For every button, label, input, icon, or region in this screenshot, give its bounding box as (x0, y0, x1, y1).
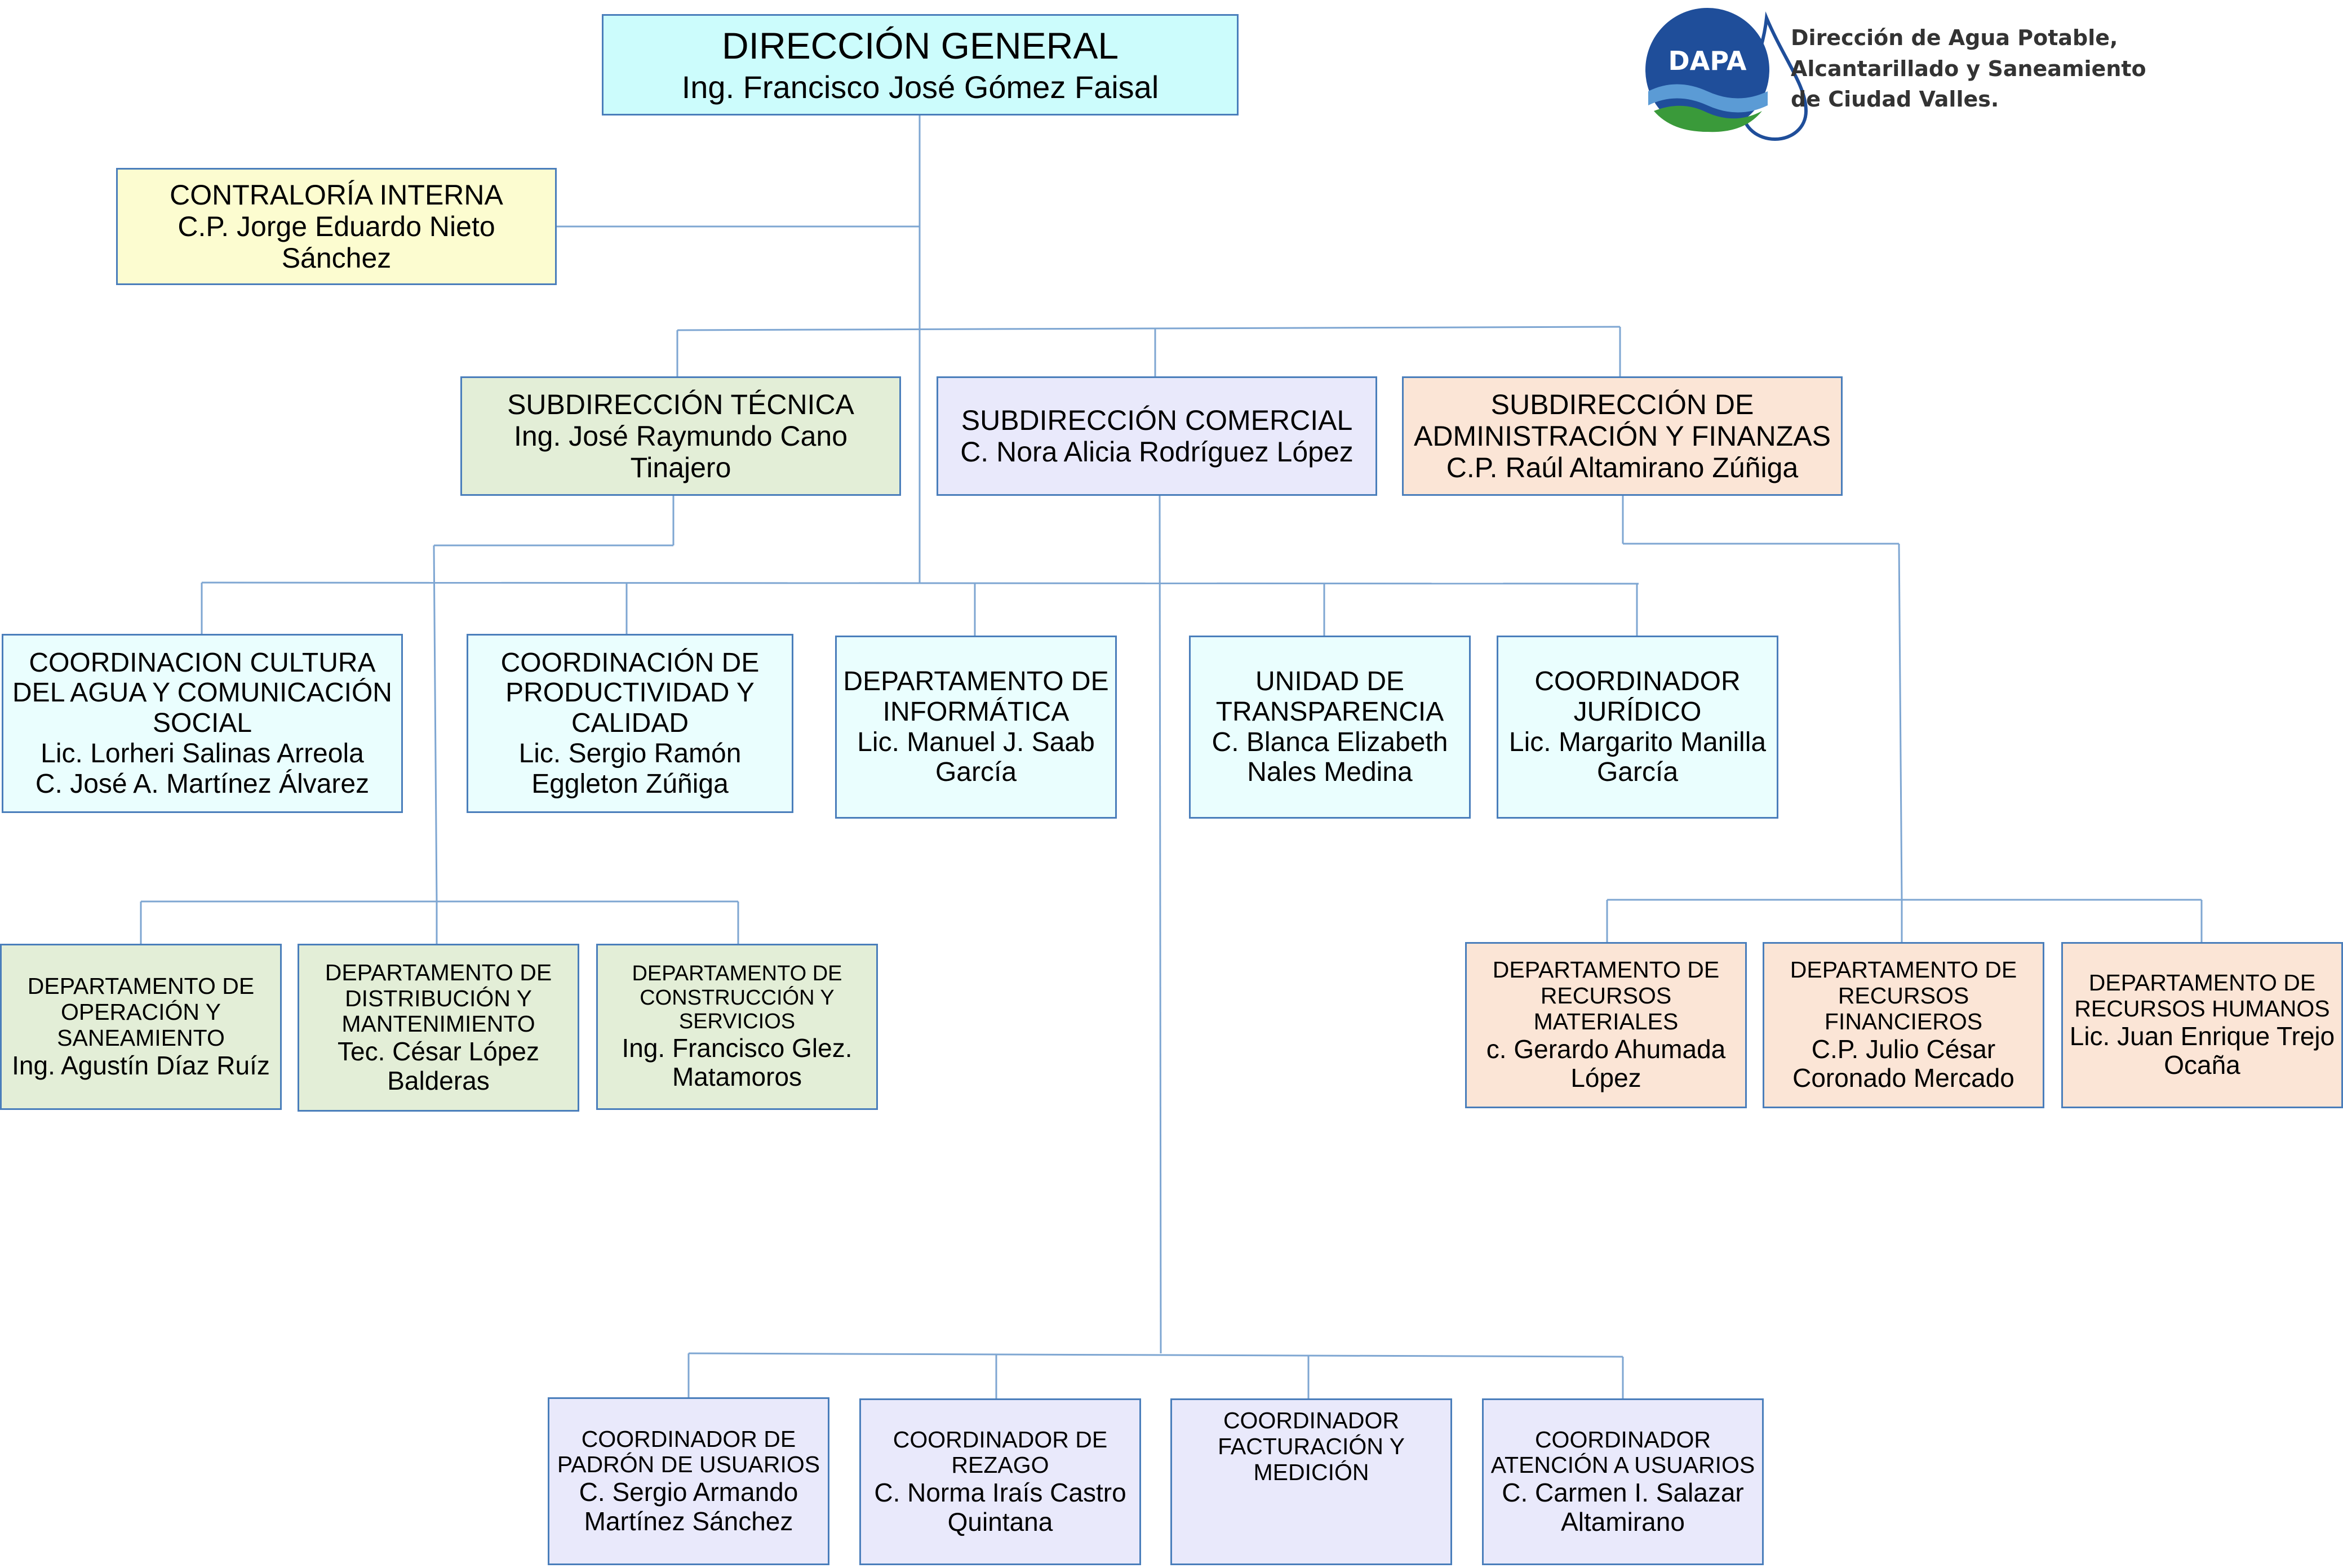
node-coordinador-facturacion[interactable]: COORDINADOR FACTURACIÓN Y MEDICIÓN (1170, 1398, 1452, 1565)
node-coordinador-rezago[interactable]: COORDINADOR DE REZAGO C. Norma Iraís Cas… (859, 1398, 1141, 1565)
connector-lines (140, 116, 2203, 1398)
node-person: C. Nora Alicia Rodríguez López (960, 436, 1354, 468)
node-title: COORDINADOR DE PADRÓN DE USUARIOS (557, 1425, 820, 1478)
node-person: C.P. Raúl Altamirano Zúñiga (1446, 452, 1799, 483)
node-title: DEPARTAMENTO DE RECURSOS MATERIALES (1492, 957, 1720, 1034)
node-coordinador-atencion[interactable]: COORDINADOR ATENCIÓN A USUARIOS C. Carme… (1482, 1398, 1764, 1565)
node-title: DEPARTAMENTO DE OPERACIÓN Y SANEAMIENTO (27, 972, 255, 1051)
node-departamento-recursos-materiales[interactable]: DEPARTAMENTO DE RECURSOS MATERIALES c. G… (1465, 942, 1747, 1108)
node-departamento-informatica[interactable]: DEPARTAMENTO DE INFORMÁTICA Lic. Manuel … (835, 636, 1117, 819)
node-person: Ing. Agustín Díaz Ruíz (12, 1050, 270, 1080)
node-person: Lic. Lorheri Salinas Arreola (41, 738, 364, 769)
node-title: CONTRALORÍA INTERNA (170, 179, 503, 211)
node-direccion-general[interactable]: DIRECCIÓN GENERAL Ing. Francisco José Gó… (602, 14, 1239, 116)
node-title: SUBDIRECCIÓN TÉCNICA (507, 389, 854, 420)
node-person: C. José A. Martínez Álvarez (35, 769, 370, 799)
node-title: COORDINADOR JURÍDICO (1534, 667, 1741, 727)
node-coordinador-juridico[interactable]: COORDINADOR JURÍDICO Lic. Margarito Mani… (1497, 636, 1778, 819)
node-title: SUBDIRECCIÓN COMERCIAL (961, 405, 1353, 436)
logo-text-line-3: de Ciudad Valles. (1791, 87, 1999, 112)
logo-text: Dirección de Agua Potable, Alcantarillad… (1791, 23, 2146, 115)
node-coordinacion-cultura-del-agua[interactable]: COORDINACION CULTURA DEL AGUA Y COMUNICA… (2, 634, 403, 813)
node-title: DIRECCIÓN GENERAL (721, 24, 1119, 66)
logo-wave-light (1648, 84, 1768, 113)
node-title: DEPARTAMENTO DE DISTRIBUCIÓN Y MANTENIMI… (325, 959, 552, 1037)
node-coordinador-padron[interactable]: COORDINADOR DE PADRÓN DE USUARIOS C. Ser… (548, 1397, 829, 1565)
node-person: C. Blanca Elizabeth Nales Medina (1212, 727, 1448, 788)
node-person: C.P. Julio César Coronado Mercado (1792, 1034, 2014, 1093)
node-unidad-transparencia[interactable]: UNIDAD DE TRANSPARENCIA C. Blanca Elizab… (1189, 636, 1471, 819)
node-person: Ing. Francisco José Gómez Faisal (681, 69, 1159, 105)
node-title: SUBDIRECCIÓN DE ADMINISTRACIÓN Y FINANZA… (1414, 389, 1831, 452)
dapa-logo: DAPA (1645, 8, 1808, 141)
node-person: Lic. Sergio Ramón Eggleton Zúñiga (518, 738, 742, 799)
node-subdireccion-administracion[interactable]: SUBDIRECCIÓN DE ADMINISTRACIÓN Y FINANZA… (1402, 376, 1843, 496)
logo-text-line-1: Dirección de Agua Potable, (1791, 25, 2118, 50)
node-title: DEPARTAMENTO DE INFORMÁTICA (843, 667, 1109, 727)
node-title: DEPARTAMENTO DE RECURSOS FINANCIEROS (1790, 957, 2017, 1034)
node-departamento-distribucion[interactable]: DEPARTAMENTO DE DISTRIBUCIÓN Y MANTENIMI… (298, 944, 579, 1112)
node-person: C. Sergio Armando Martínez Sánchez (579, 1477, 798, 1536)
node-subdireccion-comercial[interactable]: SUBDIRECCIÓN COMERCIAL C. Nora Alicia Ro… (937, 376, 1377, 496)
node-person: C. Norma Iraís Castro Quintana (874, 1478, 1126, 1536)
node-person: Ing. Francisco Glez. Matamoros (622, 1033, 853, 1092)
node-title: COORDINADOR DE REZAGO (893, 1426, 1108, 1478)
node-person: Ing. José Raymundo Cano Tinajero (513, 420, 848, 483)
node-departamento-construccion[interactable]: DEPARTAMENTO DE CONSTRUCCIÓN Y SERVICIOS… (596, 944, 878, 1110)
node-person: c. Gerardo Ahumada López (1486, 1034, 1726, 1093)
node-departamento-recursos-financieros[interactable]: DEPARTAMENTO DE RECURSOS FINANCIEROS C.P… (1763, 942, 2044, 1108)
node-title: UNIDAD DE TRANSPARENCIA (1215, 667, 1444, 727)
logo-wave-green (1654, 105, 1762, 132)
node-contraloria-interna[interactable]: CONTRALORÍA INTERNA C.P. Jorge Eduardo N… (116, 168, 557, 285)
node-title: DEPARTAMENTO DE CONSTRUCCIÓN Y SERVICIOS (632, 962, 842, 1034)
node-person: C.P. Jorge Eduardo Nieto Sánchez (178, 211, 495, 274)
logo-label: DAPA (1668, 46, 1747, 76)
node-subdireccion-tecnica[interactable]: SUBDIRECCIÓN TÉCNICA Ing. José Raymundo … (460, 376, 901, 496)
node-departamento-operacion[interactable]: DEPARTAMENTO DE OPERACIÓN Y SANEAMIENTO … (0, 944, 282, 1110)
node-title: COORDINACION CULTURA DEL AGUA Y COMUNICA… (12, 647, 392, 739)
node-title: COORDINACIÓN DE PRODUCTIVIDAD Y CALIDAD (500, 647, 760, 739)
node-person: C. Carmen I. Salazar Altamirano (1502, 1478, 1744, 1536)
node-person: Lic. Margarito Manilla García (1508, 727, 1767, 788)
node-title: COORDINADOR ATENCIÓN A USUARIOS (1490, 1426, 1755, 1478)
node-departamento-recursos-humanos[interactable]: DEPARTAMENTO DE RECURSOS HUMANOS Lic. Ju… (2061, 942, 2343, 1108)
node-title: DEPARTAMENTO DE RECURSOS HUMANOS (2074, 970, 2330, 1021)
node-person: Lic. Manuel J. Saab García (857, 727, 1095, 788)
node-title: COORDINADOR FACTURACIÓN Y MEDICIÓN (1218, 1407, 1405, 1485)
logo-text-line-2: Alcantarillado y Saneamiento (1791, 56, 2146, 81)
node-person: Lic. Juan Enrique Trejo Ocaña (2069, 1021, 2335, 1080)
node-person: Tec. César López Balderas (338, 1037, 539, 1095)
node-coordinacion-productividad[interactable]: COORDINACIÓN DE PRODUCTIVIDAD Y CALIDAD … (467, 634, 793, 813)
